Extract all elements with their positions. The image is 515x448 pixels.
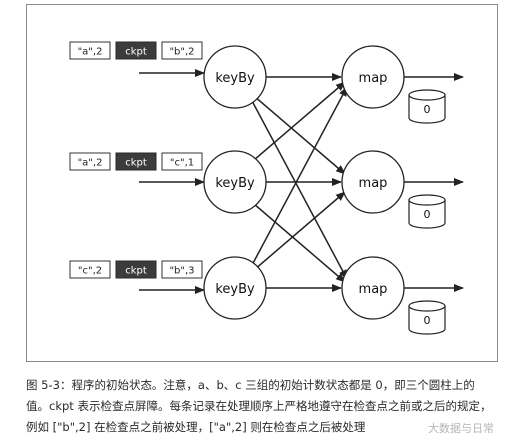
record-box — [161, 41, 203, 60]
map-operator-label: map — [359, 282, 388, 297]
state-store-cylinder: 0 — [408, 89, 446, 124]
row-3: "c",2 ckpt "b",3 keyBy map 0 — [69, 256, 464, 335]
keyby-operator-label: keyBy — [215, 71, 255, 86]
edge-keyby2-map3 — [253, 203, 346, 283]
edge-keyby1-map3 — [250, 98, 348, 280]
state-value: 0 — [424, 103, 431, 116]
record-box — [161, 152, 203, 171]
checkpoint-label: ckpt — [125, 158, 147, 169]
record-label: "b",2 — [169, 47, 194, 58]
dataflow-diagram: "a",2 ckpt "b",2 keyBy map 0 "a",2 ckpt — [69, 41, 464, 335]
record-box — [161, 260, 203, 279]
state-value: 0 — [424, 208, 431, 221]
checkpoint-label: ckpt — [125, 266, 147, 277]
checkpoint-label: ckpt — [125, 47, 147, 58]
checkpoint-barrier — [115, 41, 157, 60]
map-operator-label: map — [359, 71, 388, 86]
record-label: "c",1 — [170, 158, 194, 169]
keyby-operator-label: keyBy — [215, 176, 255, 191]
edge-keyby3-map1 — [250, 86, 348, 268]
record-label: "c",2 — [78, 266, 102, 277]
state-store-cylinder: 0 — [408, 194, 446, 229]
edge-keyby3-map2 — [253, 191, 346, 271]
map-operator-label: map — [359, 176, 388, 191]
record-label: "b",3 — [169, 266, 194, 277]
state-store-cylinder: 0 — [408, 300, 446, 335]
state-value: 0 — [424, 314, 431, 327]
row-1: "a",2 ckpt "b",2 keyBy map 0 — [69, 41, 464, 124]
cross-edges — [250, 81, 348, 283]
edge-keyby1-map2 — [253, 95, 346, 175]
keyby-operator-label: keyBy — [215, 282, 255, 297]
record-label: "a",2 — [78, 158, 103, 169]
watermark: 大数据与日常 — [428, 422, 494, 435]
figure-frame: "a",2 ckpt "b",2 keyBy map 0 "a",2 ckpt — [26, 4, 498, 362]
checkpoint-barrier — [115, 260, 157, 279]
record-box — [69, 152, 111, 171]
row-2: "a",2 ckpt "c",1 keyBy map 0 — [69, 150, 464, 229]
checkpoint-barrier — [115, 152, 157, 171]
edge-keyby2-map1 — [253, 81, 346, 161]
record-box — [69, 260, 111, 279]
record-box — [69, 41, 111, 60]
record-label: "a",2 — [78, 47, 103, 58]
figure-caption: 图 5-3：程序的初始状态。注意，a、b、c 三组的初始计数状态都是 0，即三个… — [26, 378, 492, 434]
